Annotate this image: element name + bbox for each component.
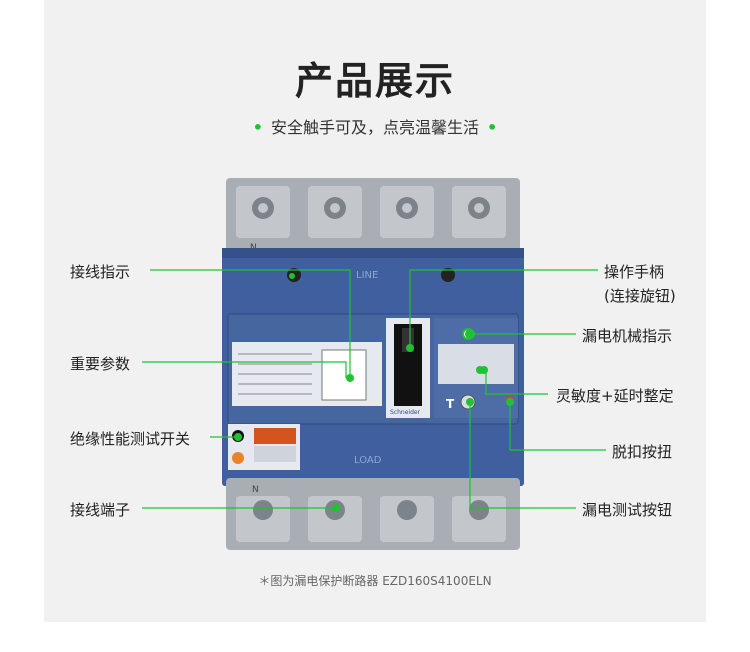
subtitle-text: 安全触手可及，点亮温馨生活 [270, 118, 479, 137]
brand-text: Schneider [390, 409, 421, 416]
load-text: LOAD [354, 455, 382, 466]
bullet-dot-icon: • [487, 118, 498, 137]
label-wiring-terminal: 接线端子 [70, 501, 131, 519]
line-text: LINE [356, 270, 378, 281]
bottom-neutral-mark: N [252, 485, 259, 495]
image-caption: ＊图为漏电保护断路器 EZD160S4100ELN [258, 574, 492, 588]
label-leakage-test-button: 漏电测试按钮 [582, 501, 673, 519]
bottom-terminal-block [226, 478, 520, 550]
label-operating-handle-sub: (连接旋钮) [604, 287, 676, 305]
page-subtitle: • 安全触手可及，点亮温馨生活 • [0, 114, 750, 138]
top-terminal-block [226, 178, 520, 256]
circuit-breaker-illustration: N LINE Schneider T LOAD N [222, 178, 524, 550]
label-key-parameters: 重要参数 [70, 355, 131, 373]
top-terminals [236, 186, 506, 238]
bullet-dot-icon: • [252, 118, 263, 137]
label-insulation-test-switch: 绝缘性能测试开关 [70, 430, 191, 448]
callout-endpoint-dots [234, 273, 514, 512]
test-mark: T [446, 397, 455, 411]
label-trip-button: 脱扣按扭 [612, 443, 673, 461]
page-title: 产品展示 [294, 59, 455, 103]
label-sensitivity-delay-setting: 灵敏度+延时整定 [556, 387, 674, 405]
label-operating-handle: 操作手柄 [604, 263, 665, 281]
label-wiring-indicator: 接线指示 [70, 263, 131, 281]
label-leakage-mechanical-indicator: 漏电机械指示 [582, 327, 673, 345]
